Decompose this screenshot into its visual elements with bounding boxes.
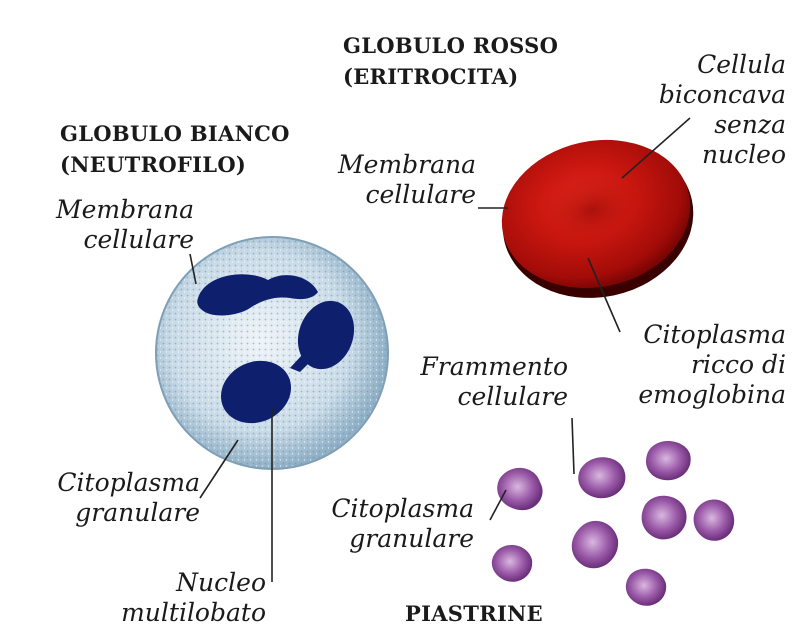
platelet-5 <box>694 499 735 540</box>
wbc-membrane-label: Membrana cellulare <box>56 195 194 255</box>
platelet-4 <box>642 496 687 540</box>
rbc-cytoplasm-line-3: emoglobina <box>638 380 786 410</box>
rbc-biconcave-label: Cellula biconcava senza nucleo <box>659 50 786 170</box>
rbc-title: GLOBULO ROSSO (ERITROCITA) <box>343 30 558 92</box>
wbc-nucleus-line-1: Nucleo <box>121 568 266 598</box>
platelet-1 <box>497 468 542 510</box>
platelets <box>492 441 734 606</box>
platelet-fragment-line-2: cellulare <box>420 382 568 412</box>
platelet-6 <box>572 521 618 568</box>
rbc-title-line-2: (ERITROCITA) <box>343 61 558 92</box>
rbc-biconcave-line-1: Cellula <box>659 50 786 80</box>
wbc-nucleus-label: Nucleo multilobato <box>121 568 266 628</box>
wbc-cytoplasm-line-1: Citoplasma <box>57 468 200 498</box>
wbc-membrane-line-1: Membrana <box>56 195 194 225</box>
platelet-cytoplasm-line-2: granulare <box>331 524 474 554</box>
wbc-nucleus-line-2: multilobato <box>121 598 266 628</box>
platelet-cytoplasm-label: Citoplasma granulare <box>331 494 474 554</box>
rbc-membrane-label: Membrana cellulare <box>338 150 476 210</box>
rbc-biconcave-line-4: nucleo <box>659 140 786 170</box>
platelet-fragment-line-1: Frammento <box>420 352 568 382</box>
rbc-membrane-line-1: Membrana <box>338 150 476 180</box>
wbc-cytoplasm-line-2: granulare <box>57 498 200 528</box>
platelet-cytoplasm-line-1: Citoplasma <box>331 494 474 524</box>
leader-platelet-cytoplasm <box>490 490 506 520</box>
platelet-2 <box>578 457 625 498</box>
rbc-biconcave-line-2: biconcava <box>659 80 786 110</box>
platelet-8 <box>626 569 666 606</box>
platelet-fragment-label: Frammento cellulare <box>420 352 568 412</box>
wbc-membrane-line-2: cellulare <box>56 225 194 255</box>
leader-platelet-fragment <box>572 418 574 474</box>
wbc-title-line-1: GLOBULO BIANCO <box>60 118 290 149</box>
wbc-title-line-2: (NEUTROFILO) <box>60 149 290 180</box>
platelets-title: PIASTRINE <box>405 598 543 629</box>
wbc-title: GLOBULO BIANCO (NEUTROFILO) <box>60 118 290 180</box>
rbc-cytoplasm-line-2: ricco di <box>638 350 786 380</box>
platelet-7 <box>492 545 532 582</box>
platelet-3 <box>646 441 691 480</box>
rbc-cytoplasm-label: Citoplasma ricco di emoglobina <box>638 320 786 410</box>
wbc-cytoplasm-label: Citoplasma granulare <box>57 468 200 528</box>
rbc-cytoplasm-line-1: Citoplasma <box>638 320 786 350</box>
rbc-biconcave-line-3: senza <box>659 110 786 140</box>
rbc-membrane-line-2: cellulare <box>338 180 476 210</box>
rbc-title-line-1: GLOBULO ROSSO <box>343 30 558 61</box>
